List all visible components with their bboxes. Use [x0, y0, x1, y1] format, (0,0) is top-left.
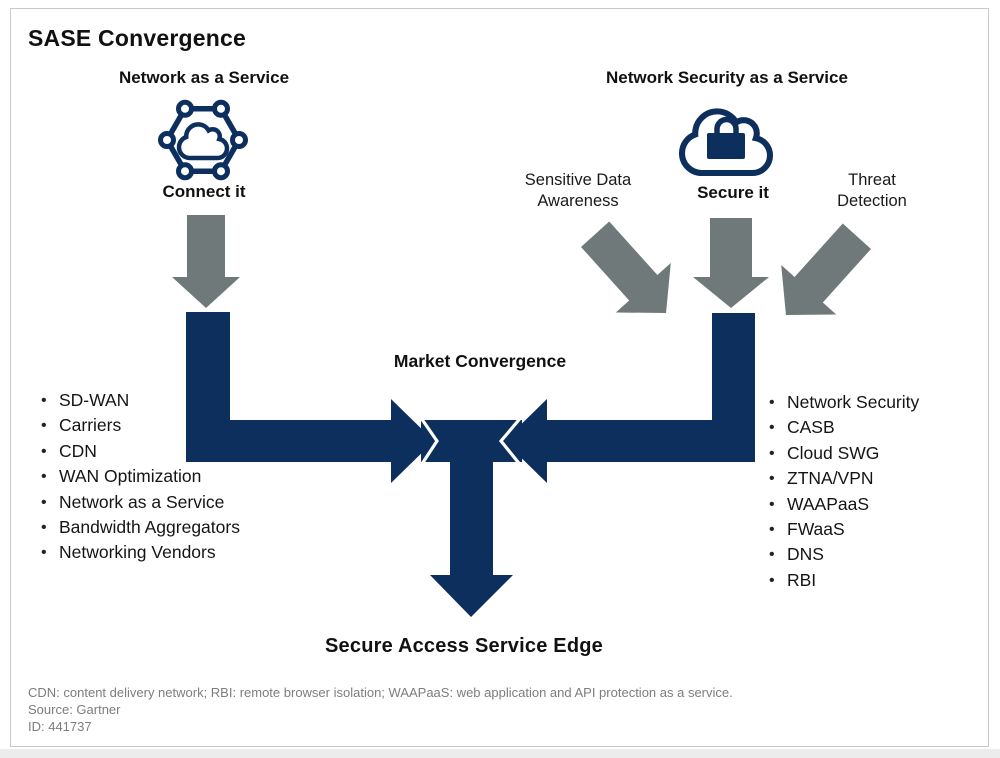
- nsaas-list: Network Security CASB Cloud SWG ZTNA/VPN…: [768, 390, 919, 594]
- sensitive-label-line1: Sensitive Data: [524, 171, 632, 189]
- list-item: Network as a Service: [40, 490, 240, 516]
- footnote: CDN: content delivery network; RBI: remo…: [28, 684, 928, 736]
- list-item: Network Security: [768, 390, 919, 416]
- list-item: SD-WAN: [40, 388, 240, 414]
- list-item: ZTNA/VPN: [768, 466, 919, 492]
- threat-label-line1: Threat: [848, 171, 896, 189]
- list-item: Bandwidth Aggregators: [40, 515, 240, 541]
- list-item: Cloud SWG: [768, 441, 919, 467]
- list-item: Networking Vendors: [40, 540, 240, 566]
- market-convergence-label: Market Convergence: [393, 351, 567, 371]
- nsaas-header: Network Security as a Service: [606, 68, 848, 87]
- list-item: WAAPaaS: [768, 492, 919, 518]
- footnote-legend: CDN: content delivery network; RBI: remo…: [28, 685, 733, 700]
- list-item: DNS: [768, 542, 919, 568]
- list-item: Carriers: [40, 413, 240, 439]
- secure-access-service-edge-label: Secure Access Service Edge: [325, 635, 603, 657]
- bottom-edge-strip: [0, 749, 1000, 758]
- list-item: RBI: [768, 568, 919, 594]
- footnote-id: ID: 441737: [28, 719, 92, 735]
- naas-list: SD-WAN Carriers CDN WAN Optimization Net…: [40, 388, 240, 566]
- list-item: WAN Optimization: [40, 464, 240, 490]
- connect-it-caption: Connect it: [162, 182, 246, 201]
- threat-label-line2: Detection: [837, 192, 907, 210]
- list-item: CASB: [768, 415, 919, 441]
- footnote-source: Source: Gartner: [28, 702, 121, 718]
- page-title: SASE Convergence: [28, 25, 246, 51]
- list-item: CDN: [40, 439, 240, 465]
- sensitive-data-awareness-label: Sensitive Data Awareness: [493, 170, 663, 212]
- secure-it-caption: Secure it: [697, 183, 769, 202]
- naas-header: Network as a Service: [118, 68, 290, 87]
- list-item: FWaaS: [768, 517, 919, 543]
- threat-detection-label: Threat Detection: [787, 170, 957, 212]
- sensitive-label-line2: Awareness: [537, 192, 619, 210]
